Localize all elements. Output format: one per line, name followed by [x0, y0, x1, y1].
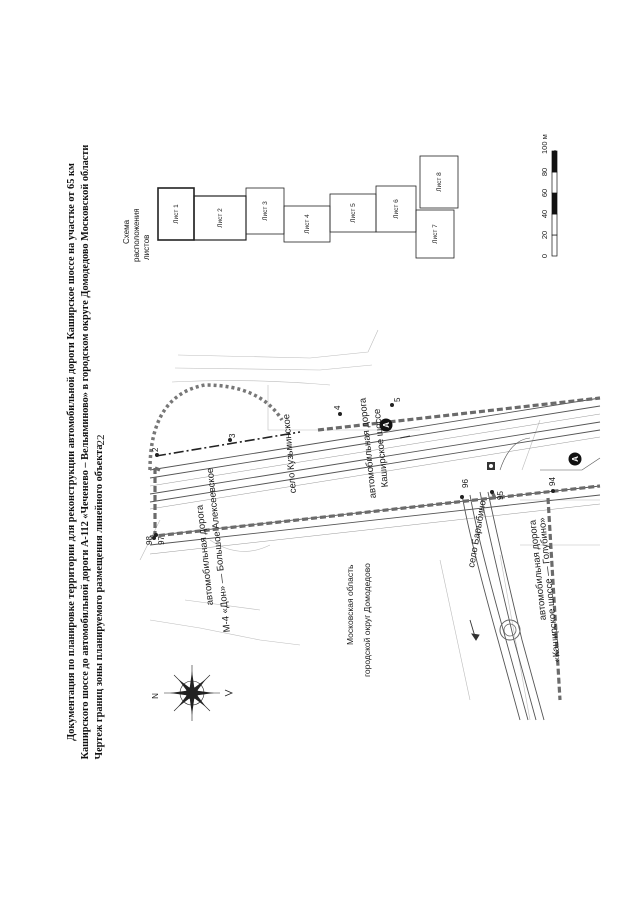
dotted-curve: [148, 383, 284, 471]
scale-tick-100: 100 м: [540, 134, 549, 154]
boundary-dashdot: [155, 431, 301, 457]
sheet-scheme-title-2: расположения: [132, 208, 141, 262]
scale-bar-segment-3: [551, 192, 558, 215]
point-label-94: 94: [548, 477, 557, 486]
kashirskoe-road-lines: [149, 397, 601, 510]
scale-bar-segment-5: [551, 150, 558, 173]
point-label-3: 3: [228, 433, 237, 438]
village-label-kuzminskoe: село Кузьминское: [281, 413, 299, 493]
scale-tick-40: 40: [540, 210, 549, 218]
scale-bar: 0 20 40 60 80 100 м: [540, 134, 558, 258]
sheet-scheme-title-1: Схема: [122, 219, 131, 244]
sheet-box-7: [415, 209, 455, 259]
sheet-label-3: Лист 3: [262, 201, 269, 221]
compass-north-label: N: [151, 693, 160, 699]
point-label-2: 2: [151, 447, 160, 452]
sheet-label-4: Лист 4: [304, 214, 311, 234]
section-marker-a-1: A: [379, 418, 393, 432]
golubino-road-lines: [461, 437, 601, 721]
page-number: 22: [95, 435, 107, 446]
terrain-lines: [139, 329, 600, 721]
compass-rose-icon: N: [151, 665, 234, 721]
sheet-scheme-title-3: листов: [142, 235, 151, 260]
sheet-scheme: Схема расположения листов Лист 1 Лист 2 …: [122, 155, 459, 262]
point-label-98: 98: [145, 536, 154, 545]
scale-tick-80: 80: [540, 168, 549, 176]
point-label-95: 95: [496, 491, 505, 500]
scale-tick-0: 0: [540, 254, 549, 258]
scale-bar-segment-1: [551, 234, 558, 257]
region-label-oblast: Московская область: [345, 564, 355, 645]
point-markers: [152, 403, 555, 540]
title-line-1: Документация по планировке территории дл…: [66, 163, 77, 741]
title-line-2: Каширского шоссе до автомобильной дороги…: [80, 145, 91, 760]
section-marker-a-2-label: A: [571, 456, 580, 462]
sheet-label-8: Лист 8: [436, 172, 443, 192]
scale-bar-segment-2: [551, 213, 558, 236]
roundabout: [499, 619, 521, 641]
title-line-3: Чертеж границ зоны планируемого размещен…: [94, 445, 105, 760]
point-label-96: 96: [461, 479, 470, 488]
title-block: Документация по планировке территории дл…: [66, 145, 105, 760]
section-marker-a-2: A: [568, 452, 582, 466]
section-marker-a-1-label: A: [382, 422, 391, 428]
map-drawing: 2 3 4 5 94 95 96 97 98 A A село Кузьминс…: [139, 329, 601, 721]
sheet-label-6: Лист 6: [393, 199, 400, 219]
traffic-light-icon: [487, 462, 495, 470]
traffic-arrows: [399, 435, 480, 641]
sheet-label-2: Лист 2: [217, 208, 224, 228]
point-label-4: 4: [333, 405, 342, 410]
sheet-label-7: Лист 7: [432, 224, 439, 244]
sheet-label-1: Лист 1: [173, 204, 180, 224]
scale-tick-60: 60: [540, 189, 549, 197]
region-label-okrug: городской округ Домодедово: [362, 563, 372, 677]
sheet-label-5: Лист 5: [350, 203, 357, 223]
point-label-97: 97: [157, 536, 166, 545]
compass-arrow-icon: [224, 689, 234, 697]
sheet-box-6: [375, 185, 417, 233]
scale-bar-segment-4: [551, 171, 558, 194]
point-label-5: 5: [393, 397, 402, 402]
scale-tick-20: 20: [540, 231, 549, 239]
sheet-box-8: [419, 155, 459, 209]
